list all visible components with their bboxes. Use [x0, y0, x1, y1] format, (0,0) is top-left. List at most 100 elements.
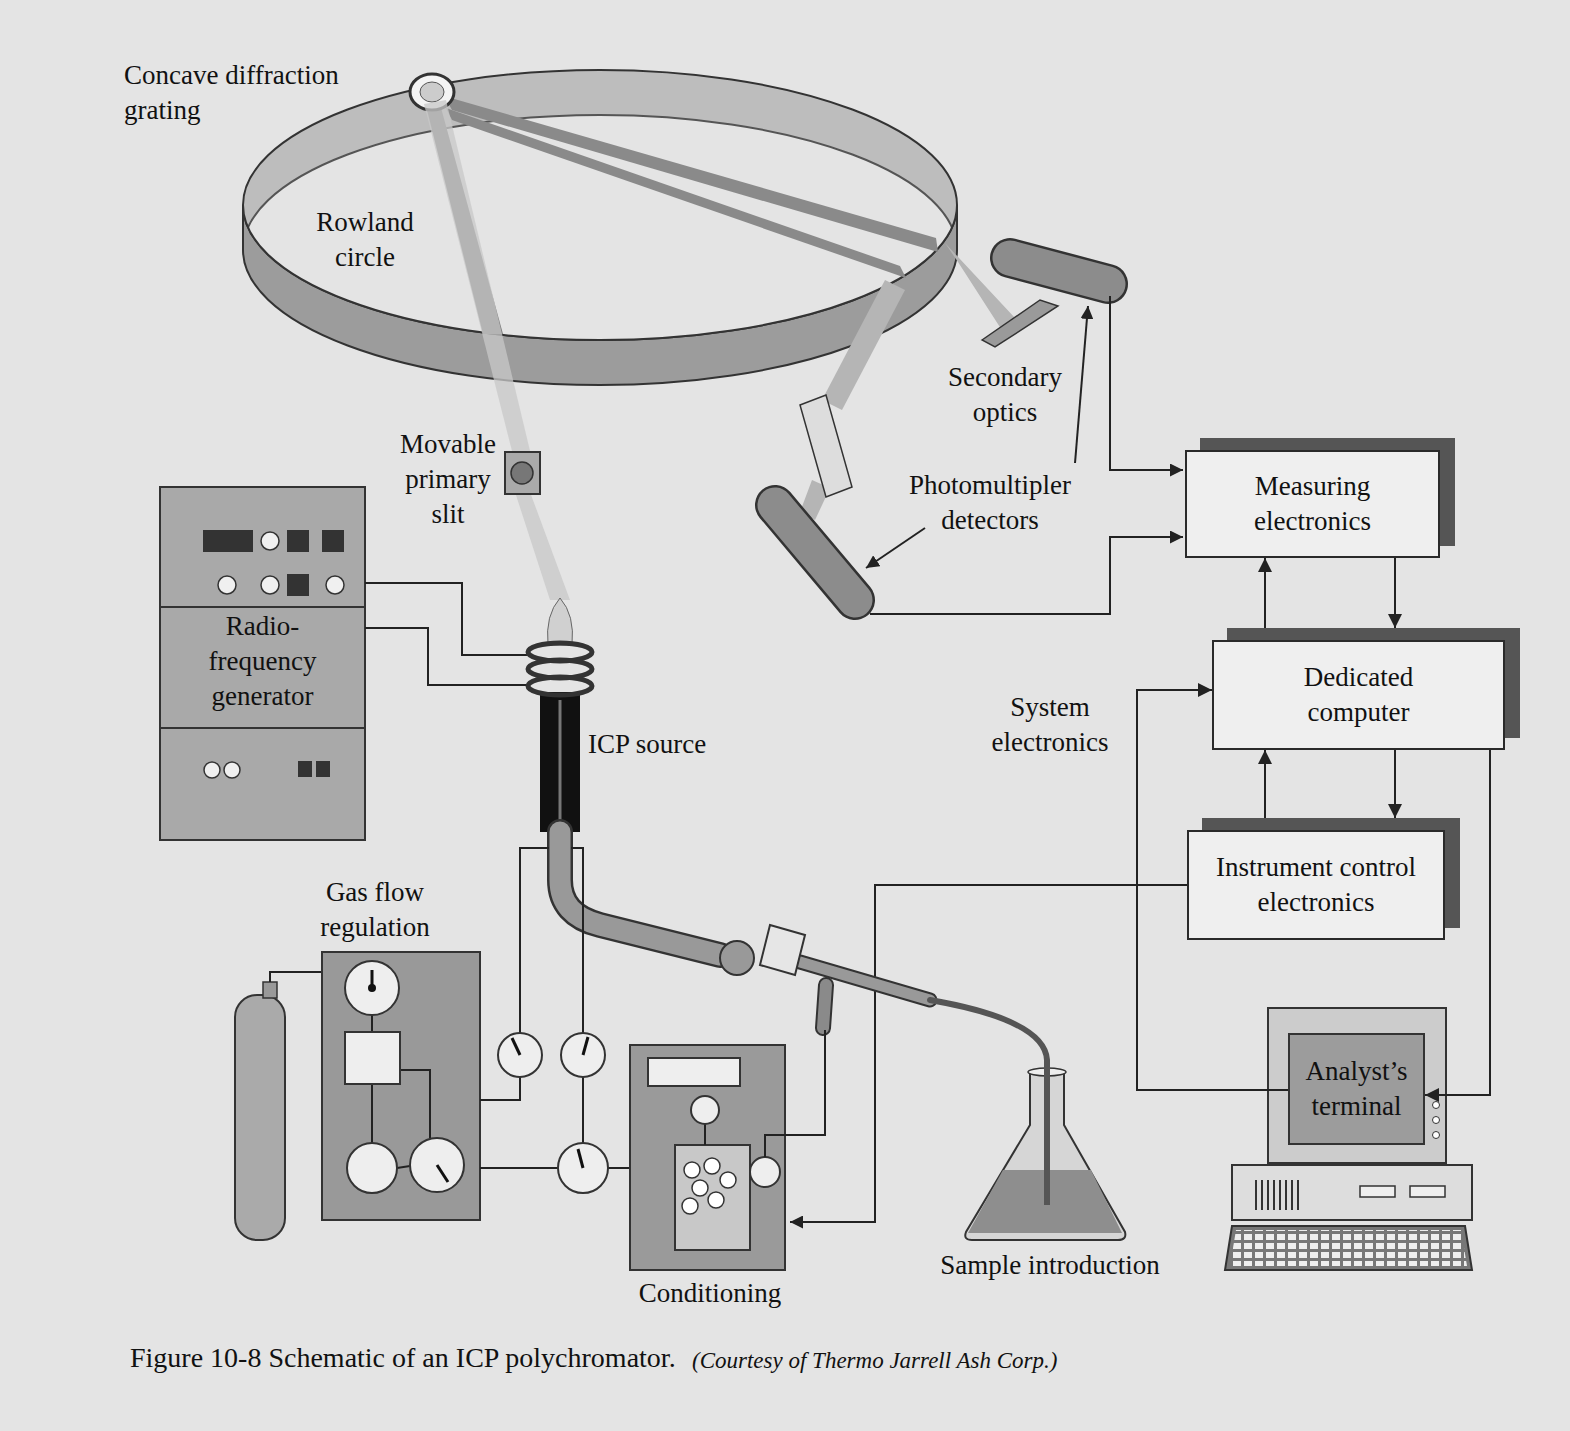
- rf-generator-cabinet: [204, 762, 220, 778]
- icp-torch: [528, 677, 592, 695]
- signal-arrow: [1425, 750, 1490, 1095]
- rf-generator-cabinet: [160, 727, 365, 729]
- conditioning-unit: [691, 1096, 719, 1124]
- entrance-beam: [424, 100, 531, 455]
- computer-terminal: [1410, 1186, 1445, 1197]
- part-label: Photomultipler detectors: [895, 468, 1085, 538]
- part-label: Secondary optics: [925, 360, 1085, 430]
- part-label: Sample introduction: [905, 1248, 1195, 1283]
- gas-cylinder: [263, 982, 277, 998]
- generator-cabinet: Radio-frequency generator: [160, 487, 365, 840]
- entrance-beam: [424, 100, 570, 600]
- computer-terminal: [1273, 1180, 1275, 1210]
- terminal-screen: Analyst’s terminal: [1288, 1033, 1425, 1145]
- computer-terminal: [1225, 1226, 1472, 1270]
- part-label: Movable primary slit: [393, 427, 503, 532]
- photomultiplier-tube: [775, 258, 1108, 600]
- gas-panel: [437, 1165, 448, 1182]
- rf-generator-cabinet: [160, 487, 365, 840]
- diffracted-rays: [444, 96, 938, 252]
- signal-wire: [870, 537, 1183, 614]
- conditioning-unit: [684, 1162, 700, 1178]
- computer-terminal: [1261, 1180, 1263, 1210]
- computer-terminal: [1279, 1180, 1281, 1210]
- computer-terminal: [1291, 1180, 1293, 1210]
- signal-arrow: [1264, 750, 1266, 818]
- computer-terminal: [1433, 1132, 1440, 1139]
- gas-panel: [397, 1166, 410, 1168]
- computer-terminal: [1433, 1117, 1440, 1124]
- rf-generator-cabinet: [326, 576, 344, 594]
- conditioning-unit: [630, 1030, 825, 1270]
- part-label: Conditioning: [620, 1276, 800, 1311]
- rf-wire: [365, 583, 528, 655]
- rf-generator-cabinet: [298, 761, 312, 777]
- flow-gauge: [498, 1033, 542, 1077]
- flow-gauge: [578, 1149, 583, 1168]
- photomultiplier-tube: [775, 505, 855, 600]
- flow-gauge: [498, 1033, 608, 1193]
- gas-panel: [347, 1143, 397, 1193]
- computer-terminal: [1267, 1180, 1269, 1210]
- rf-generator-cabinet: [160, 487, 365, 840]
- gas-panel: [368, 984, 376, 992]
- gas-panel: [371, 1015, 373, 1032]
- part-label: System electronics: [970, 690, 1130, 760]
- conditioning-unit: [708, 1192, 724, 1208]
- part-label: Gas flow regulation: [300, 875, 450, 945]
- nebulizer: [720, 941, 754, 975]
- box-text: Instrument control electronics: [1199, 850, 1433, 920]
- gas-panel: [345, 961, 399, 1015]
- rowland-circle: [243, 70, 957, 385]
- flow-gauge: [583, 1037, 588, 1055]
- rf-generator-cabinet: [224, 762, 240, 778]
- computer-terminal: [1230, 1230, 1467, 1266]
- sample-tubing: [823, 985, 826, 1028]
- nebulizer: [760, 925, 805, 975]
- icp-torch: [548, 598, 573, 645]
- flow-gauge: [561, 1033, 605, 1077]
- leader-line: [1075, 306, 1088, 463]
- signal-wire: [790, 885, 1187, 1222]
- computer-terminal: [1255, 1180, 1257, 1210]
- signal-wire: [1110, 296, 1183, 470]
- gas-line: [480, 848, 630, 1168]
- part-label: Concave diffraction grating: [124, 58, 374, 128]
- conditioning-unit: [720, 1172, 736, 1188]
- secondary-optics: [982, 300, 1058, 347]
- rf-generator-cabinet: [218, 576, 236, 594]
- signal-arrow: [1394, 750, 1396, 818]
- primary-slit: [505, 452, 540, 494]
- rowland-circle: [243, 70, 957, 340]
- rf-generator-cabinet: [287, 530, 309, 552]
- sample-flask: [965, 1060, 1125, 1240]
- gas-panel: [371, 1084, 373, 1143]
- secondary-optics: [800, 300, 1058, 497]
- gas-panel: [410, 1138, 464, 1192]
- box-text: Dedicated computer: [1284, 660, 1434, 730]
- primary-slit: [511, 462, 533, 484]
- sample-flask: [1044, 1060, 1050, 1205]
- icp-torch: [528, 598, 592, 832]
- conditioning-unit: [704, 1124, 706, 1145]
- icp-torch: [540, 692, 580, 832]
- flow-gauge: [558, 1143, 608, 1193]
- rf-generator-cabinet: [203, 530, 253, 552]
- secondary-optics: [800, 395, 852, 497]
- photomultiplier-tube: [775, 505, 855, 600]
- gas-line: [571, 848, 583, 1033]
- part-label: Rowland circle: [290, 205, 440, 275]
- signal-wire: [790, 296, 1187, 1222]
- gas-line: [480, 1167, 558, 1169]
- box-text: Radio-frequency generator: [193, 609, 333, 714]
- conditioning-unit: [692, 1180, 708, 1196]
- gas-line: [520, 848, 549, 1033]
- part-label: ICP source: [588, 727, 748, 762]
- nebulizer: [720, 925, 805, 975]
- signal-arrow: [1264, 558, 1266, 628]
- electronics-box: Measuring electronics: [1185, 450, 1440, 558]
